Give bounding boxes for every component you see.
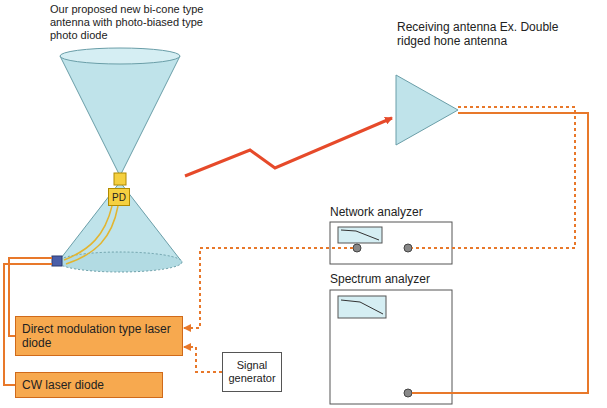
signal-line — [412, 113, 588, 393]
fiber-connector — [52, 256, 62, 266]
upper-cone-rim — [60, 48, 180, 64]
laser-diode-box: Direct modulation type laser diode — [15, 316, 183, 356]
receiving-antenna: Receiving antenna Ex. Double ridged hone… — [395, 20, 590, 150]
antenna-group: Our proposed new bi-cone type antenna wi… — [50, 3, 235, 271]
port — [404, 244, 412, 252]
instrument-case — [330, 222, 452, 264]
heading-label: Spectrum analyzer — [328, 272, 454, 286]
radio-link-arrow — [185, 118, 392, 176]
network-analyzer: Network analyzer — [328, 205, 454, 267]
instrument-screen — [338, 296, 386, 318]
laser-diode-box: CW laser diode — [15, 372, 163, 398]
heading-label: Our proposed new bi-cone type antenna wi… — [50, 3, 225, 42]
upper-cone — [60, 56, 180, 176]
signal-line — [412, 107, 575, 248]
horn-antenna — [396, 75, 458, 145]
signal-line — [184, 248, 353, 328]
inner-fiber — [64, 206, 112, 260]
heading-label: Receiving antenna Ex. Double ridged hone… — [395, 20, 590, 48]
box-label: PD — [112, 192, 126, 203]
port — [404, 389, 412, 397]
feed-point — [114, 173, 126, 185]
screen-trace — [341, 300, 383, 314]
port — [353, 244, 361, 252]
box-label: Direct modulation type laser diode — [22, 322, 176, 350]
signal-line — [184, 347, 222, 372]
box-label: Signal generator — [226, 359, 278, 385]
box-label: CW laser diode — [22, 378, 104, 392]
heading-label: Network analyzer — [328, 205, 454, 219]
inner-fiber — [66, 206, 118, 264]
signal-generator-box: Signal generator — [222, 352, 282, 392]
instrument-case — [330, 290, 452, 404]
instrument-screen — [338, 227, 382, 243]
screen-trace — [341, 230, 379, 240]
lower-cone — [58, 182, 182, 262]
photodiode-box: PD — [108, 188, 130, 206]
spectrum-analyzer: Spectrum analyzer — [328, 272, 454, 406]
